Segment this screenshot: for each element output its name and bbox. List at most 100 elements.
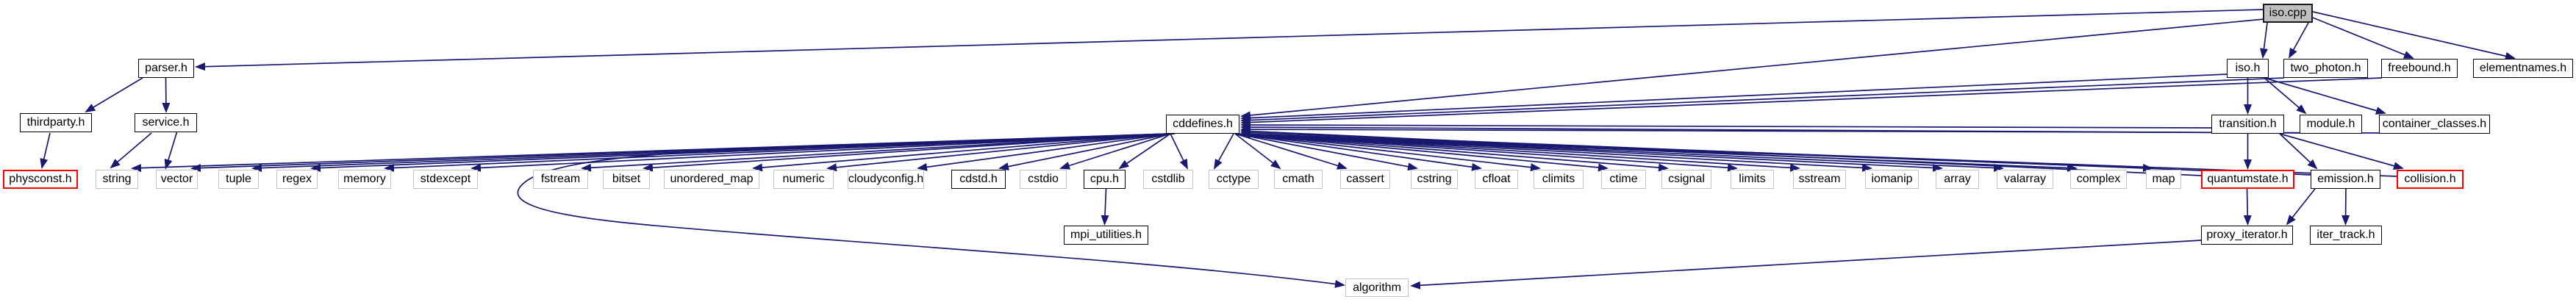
edge-cddefines-h-to-csignal xyxy=(1234,133,1669,172)
node-label: string xyxy=(102,173,132,185)
edge-iso-cpp-to-parser-h xyxy=(195,9,2264,71)
edge-cddefines-h-to-vector xyxy=(190,133,1171,173)
node-label: collision.h xyxy=(2404,173,2456,185)
edge-cddefines-h-to-cstring xyxy=(1234,133,1418,171)
node-memory: memory xyxy=(338,170,391,189)
edge-quantumstate-h-to-proxy-iterator-h xyxy=(2243,188,2252,226)
edge-module-h-to-cddefines-h xyxy=(1240,123,2301,134)
edge-cddefines-h-to-limits xyxy=(1234,133,1738,172)
node-sstream: sstream xyxy=(1793,170,1846,189)
node-cddefines-h[interactable]: cddefines.h xyxy=(1166,115,1239,134)
node-physconst-h[interactable]: physconst.h xyxy=(3,170,78,189)
node-csignal: csignal xyxy=(1661,170,1711,189)
node-quantumstate-h[interactable]: quantumstate.h xyxy=(2201,170,2294,189)
node-iso-h[interactable]: iso.h xyxy=(2227,59,2269,78)
node-label: algorithm xyxy=(1353,281,1401,294)
edge-cddefines-h-to-sstream xyxy=(1234,133,1800,172)
edge-parser-h-to-service-h xyxy=(162,77,171,113)
node-label: module.h xyxy=(2306,118,2355,130)
node-label: regex xyxy=(282,173,312,185)
node-freebound-h[interactable]: freebound.h xyxy=(2381,59,2458,78)
node-label: bitset xyxy=(612,173,641,185)
node-service-h[interactable]: service.h xyxy=(135,113,197,132)
node-transition-h[interactable]: transition.h xyxy=(2211,115,2284,134)
node-fstream: fstream xyxy=(533,170,588,189)
node-ctime: ctime xyxy=(1601,170,1646,189)
node-iomanip: iomanip xyxy=(1865,170,1919,189)
node-iter-track-h[interactable]: iter_track.h xyxy=(2310,226,2382,245)
node-mpi-utilities-h[interactable]: mpi_utilities.h xyxy=(1064,226,1148,245)
edge-two-photon-h-to-cddefines-h xyxy=(1240,77,2285,125)
node-label: vector xyxy=(160,173,193,185)
edge-cpu-h-to-mpi-utilities-h xyxy=(1101,188,1109,226)
node-label: service.h xyxy=(142,116,190,129)
edge-cddefines-h-to-map xyxy=(1234,133,2153,173)
node-label: mpi_utilities.h xyxy=(1070,229,1142,241)
node-elementnames-h[interactable]: elementnames.h xyxy=(2473,59,2573,78)
node-algorithm: algorithm xyxy=(1345,278,1409,297)
node-label: iso.cpp xyxy=(2269,7,2307,19)
node-label: numeric xyxy=(782,173,825,185)
edge-cddefines-h-to-climits xyxy=(1234,133,1541,172)
node-label: sstream xyxy=(1798,173,1841,185)
node-cpu-h[interactable]: cpu.h xyxy=(1084,170,1126,189)
node-label: iter_track.h xyxy=(2316,229,2375,241)
node-label: quantumstate.h xyxy=(2207,173,2289,185)
edge-cddefines-h-to-array xyxy=(1234,133,1943,172)
node-label: csignal xyxy=(1668,173,1705,185)
node-label: cstring xyxy=(1417,173,1452,185)
node-cassert: cassert xyxy=(1340,170,1390,189)
edge-emission-h-to-proxy-iterator-h xyxy=(2286,188,2316,226)
edge-cddefines-h-to-unordered-map xyxy=(752,133,1171,172)
node-label: ctime xyxy=(1609,173,1638,185)
node-label: two_photon.h xyxy=(2290,62,2361,74)
edge-cddefines-h-to-ctime xyxy=(1234,133,1609,172)
node-string: string xyxy=(96,170,138,189)
node-label: thirdparty.h xyxy=(26,116,85,129)
node-limits: limits xyxy=(1731,170,1774,189)
node-container-classes-h[interactable]: container_classes.h xyxy=(2379,115,2490,134)
node-module-h[interactable]: module.h xyxy=(2300,115,2362,134)
node-cstdlib: cstdlib xyxy=(1143,170,1193,189)
node-cstdio: cstdio xyxy=(1020,170,1067,189)
edge-cddefines-h-to-cdstd-h xyxy=(998,133,1171,171)
node-label: cmath xyxy=(1282,173,1314,185)
node-cdstd-h[interactable]: cdstd.h xyxy=(951,170,1006,189)
node-two-photon-h[interactable]: two_photon.h xyxy=(2283,59,2368,78)
node-label: cctype xyxy=(1216,173,1251,185)
node-label: cddefines.h xyxy=(1173,118,1233,130)
node-label: container_classes.h xyxy=(2382,118,2487,130)
edge-iso-cpp-to-two-photon-h xyxy=(2289,22,2309,59)
node-collision-h[interactable]: collision.h xyxy=(2397,170,2464,189)
node-iso-cpp[interactable]: iso.cpp xyxy=(2263,4,2313,23)
node-emission-h[interactable]: emission.h xyxy=(2311,170,2380,189)
node-proxy-iterator-h[interactable]: proxy_iterator.h xyxy=(2201,226,2293,245)
node-label: physconst.h xyxy=(9,173,72,185)
edge-iso-cpp-to-iso-h xyxy=(2260,22,2268,59)
node-label: proxy_iterator.h xyxy=(2206,229,2288,241)
node-stdexcept: stdexcept xyxy=(413,170,478,189)
edge-cddefines-h-to-cassert xyxy=(1234,133,1348,170)
node-label: limits xyxy=(1739,173,1766,185)
node-label: cdstd.h xyxy=(959,173,998,185)
node-climits: climits xyxy=(1534,170,1584,189)
edge-cddefines-h-to-cpu-h xyxy=(1118,133,1171,170)
edge-cddefines-h-to-cmath xyxy=(1234,133,1281,170)
node-label: emission.h xyxy=(2317,173,2374,185)
node-label: climits xyxy=(1542,173,1575,185)
node-bitset: bitset xyxy=(603,170,650,189)
edge-transition-h-to-emission-h xyxy=(2279,133,2318,170)
edge-iso-cpp-to-cddefines-h xyxy=(1240,18,2265,120)
edge-cddefines-h-to-numeric xyxy=(826,133,1171,172)
edge-emission-h-to-iter-track-h xyxy=(2341,188,2350,226)
node-label: parser.h xyxy=(145,62,187,74)
node-tuple: tuple xyxy=(218,170,259,189)
node-parser-h[interactable]: parser.h xyxy=(138,59,194,78)
edge-cddefines-h-to-cctype xyxy=(1214,133,1234,170)
node-label: cloudyconfig.h xyxy=(848,173,924,185)
node-thirdparty-h[interactable]: thirdparty.h xyxy=(20,113,92,132)
edge-proxy-iterator-h-to-algorithm xyxy=(1410,240,2202,290)
edge-cddefines-h-to-complex xyxy=(1234,133,2078,173)
